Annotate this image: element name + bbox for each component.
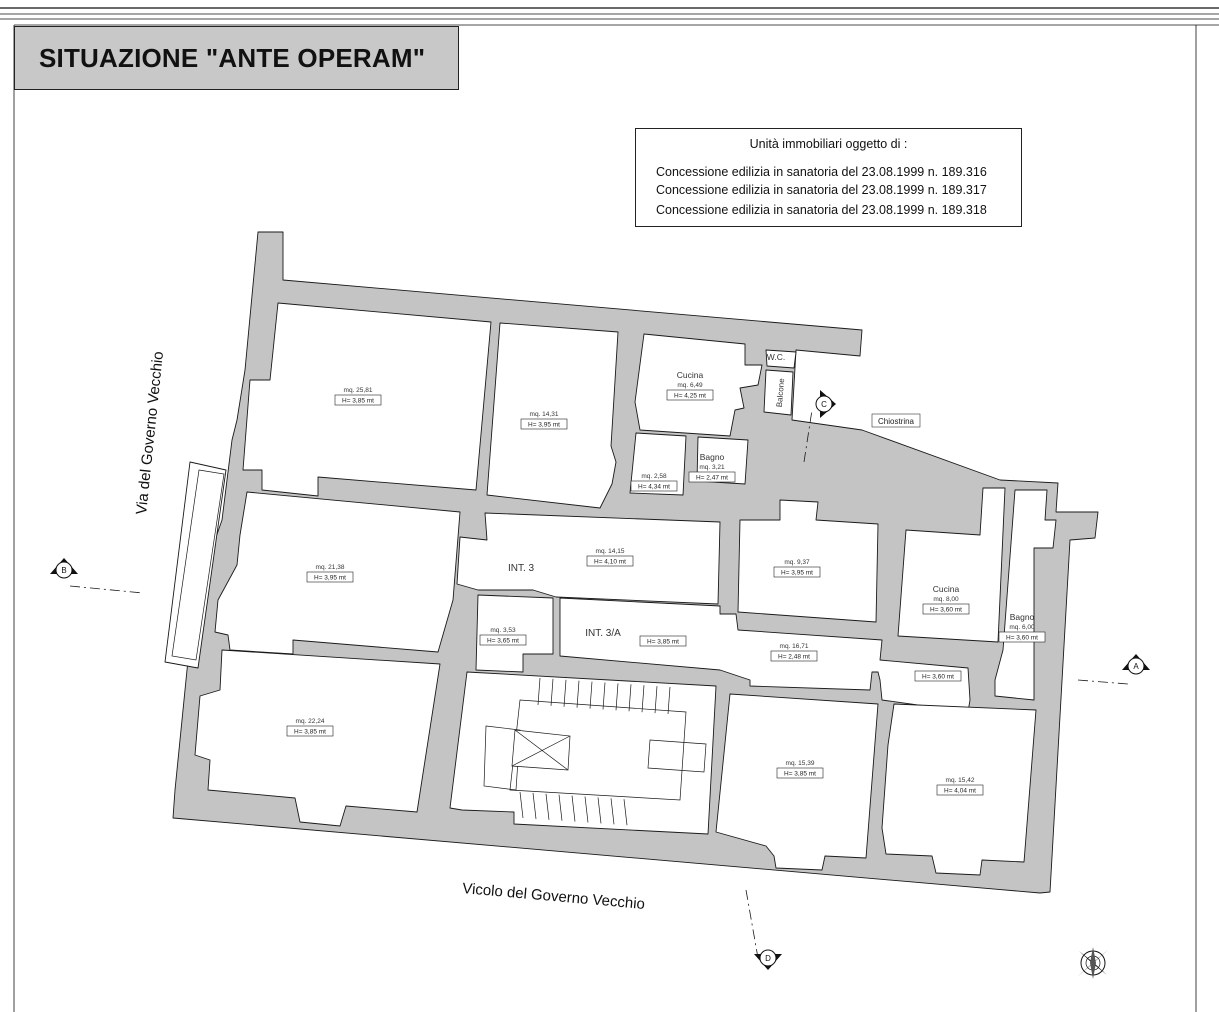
room-3-53 xyxy=(475,594,554,673)
stair-treads xyxy=(519,677,671,826)
room-wc xyxy=(765,349,797,369)
stair-tread xyxy=(641,685,645,713)
stair-tread xyxy=(667,686,671,715)
stair-tread xyxy=(654,686,658,714)
room-25-81 xyxy=(242,302,492,497)
room-9-37 xyxy=(737,499,879,623)
room-15-42 xyxy=(881,703,1037,876)
staircase xyxy=(483,699,707,801)
balcony-west-inner xyxy=(171,469,225,661)
stair-tread xyxy=(545,793,550,820)
stair-tread xyxy=(519,791,524,819)
stair-tread xyxy=(602,682,606,710)
sheet-frame xyxy=(0,7,1219,1012)
room-15-39 xyxy=(715,693,879,871)
stair-tread xyxy=(563,679,567,707)
info-box: Unità immobiliari oggetto di : Concessio… xyxy=(635,128,1022,227)
room-14-31 xyxy=(486,322,619,509)
rooms xyxy=(164,302,1057,876)
stair-tread xyxy=(584,796,589,823)
room-cucina-6-49 xyxy=(634,333,763,437)
room-bagno-6-00 xyxy=(994,489,1057,701)
stair-tread xyxy=(610,798,615,825)
stair-tread xyxy=(628,684,632,712)
info-box-heading: Unità immobiliari oggetto di : xyxy=(749,137,908,151)
info-line: Concessione edilizia in sanatoria del 23… xyxy=(656,165,987,179)
room-balcone xyxy=(763,369,794,416)
stair-tread xyxy=(576,680,580,708)
stair-tread xyxy=(550,678,554,706)
stair-tread xyxy=(615,683,619,711)
stair-tread xyxy=(571,795,576,822)
stair-tread xyxy=(623,799,628,826)
room-bagno-3-21 xyxy=(696,436,749,485)
stair-tread xyxy=(532,792,537,819)
info-line: Concessione edilizia in sanatoria del 23… xyxy=(656,183,987,197)
info-line: Concessione edilizia in sanatoria del 23… xyxy=(656,203,987,217)
title-block: SITUAZIONE "ANTE OPERAM" xyxy=(14,26,459,90)
room-22-24 xyxy=(194,649,441,827)
stair-tread xyxy=(537,677,541,706)
stair-tread xyxy=(589,681,593,709)
room-2-58 xyxy=(629,432,687,496)
section-lines xyxy=(69,409,1129,959)
room-cucina-8-00 xyxy=(897,487,1006,643)
stair-tread xyxy=(558,794,563,821)
stair-hall xyxy=(449,671,717,835)
balcony-west xyxy=(164,461,227,669)
room-21-38 xyxy=(214,491,461,655)
drawing-title: SITUAZIONE "ANTE OPERAM" xyxy=(39,43,426,73)
room-14-15 xyxy=(456,512,721,605)
compass-rose-icon xyxy=(1077,947,1109,979)
stair-tread xyxy=(597,797,602,824)
